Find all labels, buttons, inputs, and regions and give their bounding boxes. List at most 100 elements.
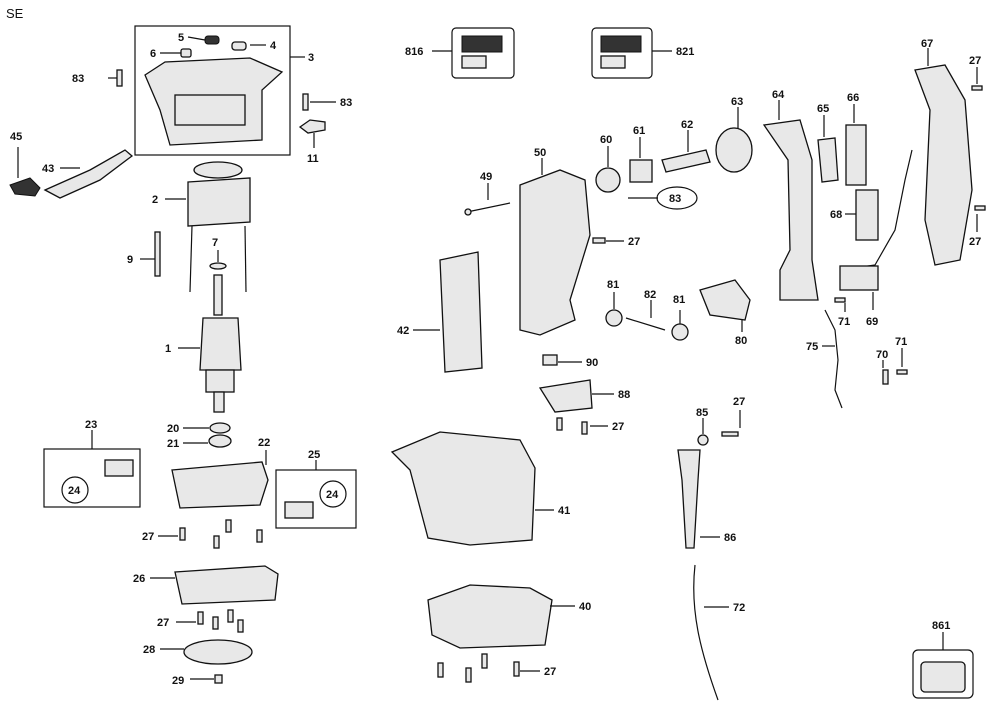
callout-4: 4 [270, 40, 277, 52]
callout-70: 70 [876, 349, 888, 361]
callout-28: 28 [143, 644, 155, 656]
callout-27-f: 27 [612, 421, 624, 433]
callout-6: 6 [150, 48, 156, 60]
motor-housing-part-41 [390, 431, 536, 546]
control-board-part-42 [439, 251, 483, 373]
callout-43: 43 [42, 163, 54, 175]
callout-816: 816 [405, 46, 423, 58]
callout-81-right: 81 [673, 294, 685, 306]
callout-40: 40 [579, 601, 591, 613]
screw-part-83-right [302, 93, 336, 111]
callout-63: 63 [731, 96, 743, 108]
callout-1: 1 [165, 343, 171, 355]
brush-holder-part [104, 459, 134, 477]
callout-83-left: 83 [72, 73, 84, 85]
callout-25: 25 [308, 449, 320, 461]
callout-24-left: 24 [68, 485, 81, 497]
callout-50: 50 [534, 147, 546, 159]
lever-part-43 [43, 149, 134, 199]
callout-42: 42 [397, 325, 409, 337]
callout-27-e: 27 [969, 236, 981, 248]
callout-3: 3 [308, 52, 314, 64]
screw-part-27-right [974, 205, 986, 211]
callout-90: 90 [586, 357, 598, 369]
bearing-part-21 [208, 434, 232, 448]
screw-part-27-mid [592, 237, 606, 244]
brush-kit-box-23 [43, 448, 141, 508]
screw-part-71-right [896, 369, 908, 375]
callout-7: 7 [212, 237, 218, 249]
clip-part-11 [298, 119, 326, 134]
gear-housing-group-box [134, 25, 291, 156]
callout-5: 5 [178, 32, 184, 44]
callout-26: 26 [133, 573, 145, 585]
field-coil-part-2 [187, 161, 251, 293]
callout-75: 75 [806, 341, 818, 353]
support-plate-part-26 [174, 565, 279, 605]
callout-60: 60 [600, 134, 612, 146]
screws-part-27-bottom [437, 653, 520, 683]
callout-41: 41 [558, 505, 570, 517]
armature-part-1 [199, 274, 242, 413]
callout-49: 49 [480, 171, 492, 183]
callout-68: 68 [830, 209, 842, 221]
callout-83-circled: 83 [669, 193, 681, 205]
nut-part-85 [697, 434, 709, 446]
ring-part-28 [183, 639, 253, 665]
cover-part-88 [538, 379, 593, 413]
cylinder-part-62 [661, 149, 711, 173]
callout-85: 85 [696, 407, 708, 419]
callout-72: 72 [733, 602, 745, 614]
callout-821: 821 [676, 46, 694, 58]
callout-88: 88 [618, 389, 630, 401]
callout-27-h: 27 [733, 396, 745, 408]
callout-81-left: 81 [607, 279, 619, 291]
callout-24-right: 24 [326, 489, 339, 501]
block-part-61 [629, 159, 653, 183]
clip-part-90 [542, 354, 558, 366]
rod-part-9 [154, 231, 161, 277]
callout-83-right: 83 [340, 97, 352, 109]
shaft-part-82 [625, 317, 666, 331]
callout-23: 23 [85, 419, 97, 431]
spring-part-60 [595, 167, 621, 193]
screw-part-71-left [834, 297, 846, 303]
callout-27-d: 27 [969, 55, 981, 67]
trigger-part-65 [817, 137, 839, 183]
callout-27-b: 27 [157, 617, 169, 629]
callout-2: 2 [152, 194, 158, 206]
callout-circle-24a [61, 476, 89, 504]
screw-part-27-top-right [971, 85, 983, 91]
drawing-code-label: SE [6, 6, 24, 21]
cable-part-75 [824, 309, 843, 409]
screws-part-27-center [556, 417, 588, 435]
cord-guard-part-86 [677, 449, 701, 549]
callout-62: 62 [681, 119, 693, 131]
brush-plate-part-22 [171, 461, 269, 509]
pin-part-49 [464, 202, 511, 216]
ring-part-63 [715, 127, 753, 173]
callout-861: 861 [932, 620, 950, 632]
label-plate-821 [591, 27, 653, 79]
callout-66: 66 [847, 92, 859, 104]
callout-27-c: 27 [628, 236, 640, 248]
callout-61: 61 [633, 125, 645, 137]
callout-82: 82 [644, 289, 656, 301]
bearing-part-20 [209, 422, 231, 434]
label-plate-816 [451, 27, 515, 79]
callout-circle-83 [656, 186, 698, 210]
screws-part-27-upper [179, 519, 263, 549]
callout-71-right: 71 [895, 336, 907, 348]
side-handle-part-64 [762, 119, 819, 301]
module-part-68 [855, 189, 879, 241]
callout-11: 11 [307, 153, 319, 165]
housing-half-part-50 [519, 169, 591, 336]
knob-part-45 [9, 177, 41, 197]
callout-71-left: 71 [838, 316, 850, 328]
screw-part-83 [108, 69, 123, 87]
rear-handle-part-67 [914, 64, 973, 266]
brush-kit-box-25 [275, 469, 357, 529]
gear-part-81-left [605, 309, 623, 327]
screw-part-29 [214, 674, 223, 684]
